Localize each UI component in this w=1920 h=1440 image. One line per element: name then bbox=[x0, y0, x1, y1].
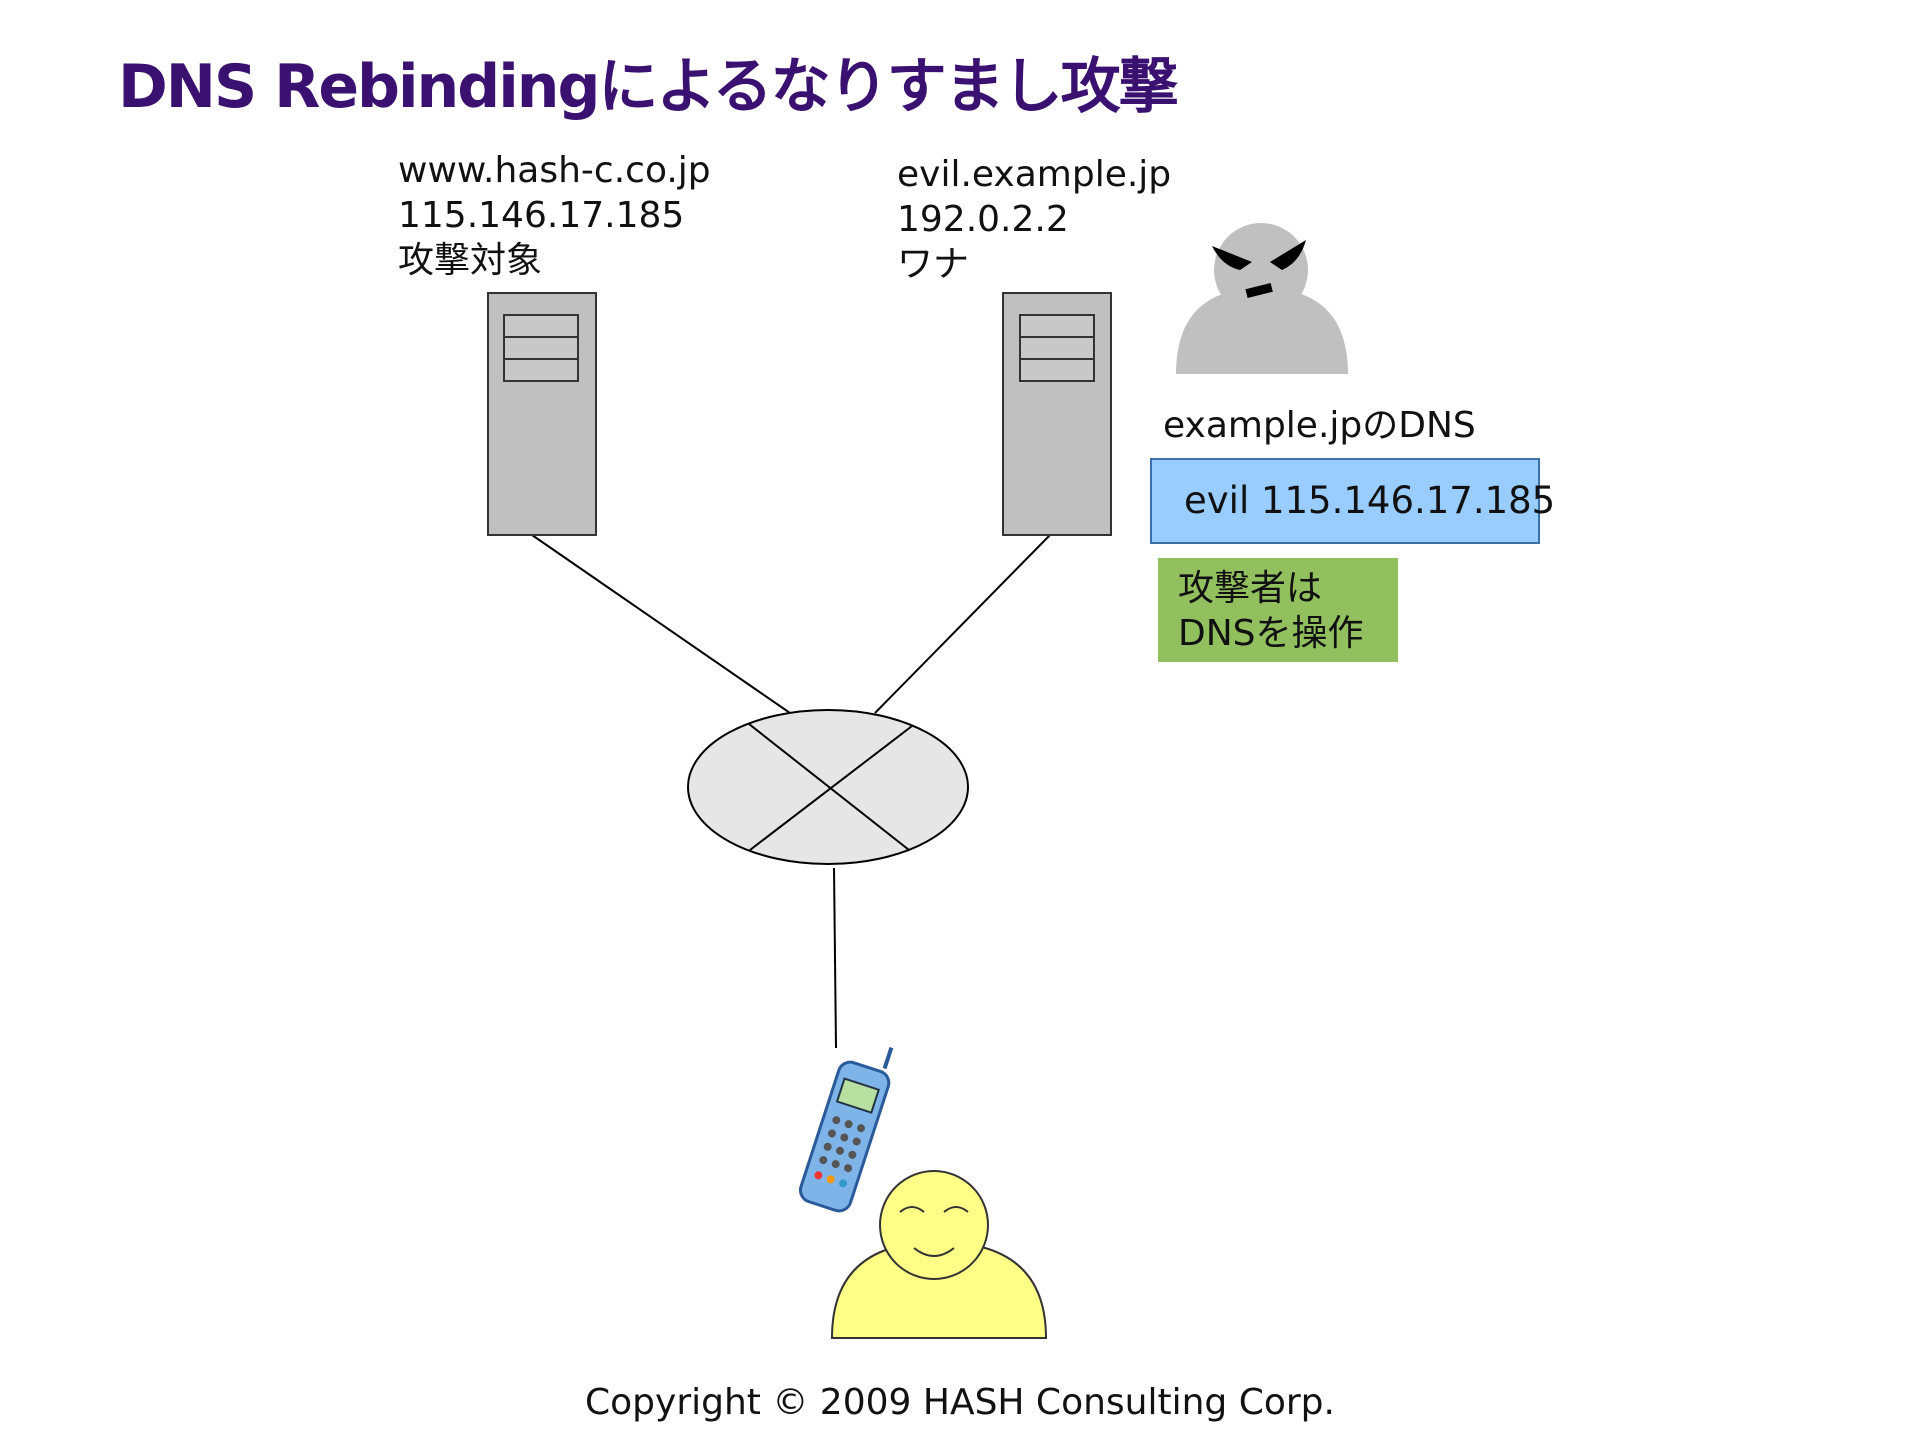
target-server-ip: 115.146.17.185 bbox=[398, 195, 685, 236]
link-target-to-network bbox=[531, 534, 791, 714]
dns-record-box: evil 115.146.17.185 bbox=[1150, 458, 1555, 544]
network-router-icon bbox=[687, 709, 969, 865]
target-server-label: www.hash-c.co.jp 115.146.17.185 攻撃対象 bbox=[398, 148, 711, 283]
target-server-icon bbox=[487, 292, 597, 536]
mobile-phone-icon bbox=[798, 1047, 894, 1213]
trap-server-hostname: evil.example.jp bbox=[897, 154, 1172, 195]
dns-record: evil 115.146.17.185 bbox=[1184, 479, 1556, 522]
trap-server-ip: 192.0.2.2 bbox=[897, 199, 1069, 240]
link-network-to-phone bbox=[833, 867, 837, 1049]
trap-server-role: ワナ bbox=[897, 244, 970, 285]
trap-server-label: evil.example.jp 192.0.2.2 ワナ bbox=[897, 152, 1171, 287]
attacker-note-line1: 攻撃者は bbox=[1178, 568, 1323, 609]
attacker-note-line2: DNSを操作 bbox=[1178, 613, 1364, 654]
attacker-icon bbox=[1176, 223, 1348, 374]
slide-title: DNS Rebindingによるなりすまし攻撃 bbox=[118, 52, 1179, 122]
dns-label: example.jpのDNS bbox=[1163, 405, 1476, 446]
copyright: Copyright © 2009 HASH Consulting Corp. bbox=[585, 1382, 1335, 1423]
attacker-note-box: 攻撃者は DNSを操作 bbox=[1158, 558, 1398, 662]
trap-server-icon bbox=[1002, 292, 1112, 536]
link-trap-to-network bbox=[874, 534, 1051, 714]
target-server-role: 攻撃対象 bbox=[398, 240, 543, 281]
target-server-hostname: www.hash-c.co.jp bbox=[398, 150, 711, 191]
user-icon bbox=[830, 1170, 1048, 1339]
